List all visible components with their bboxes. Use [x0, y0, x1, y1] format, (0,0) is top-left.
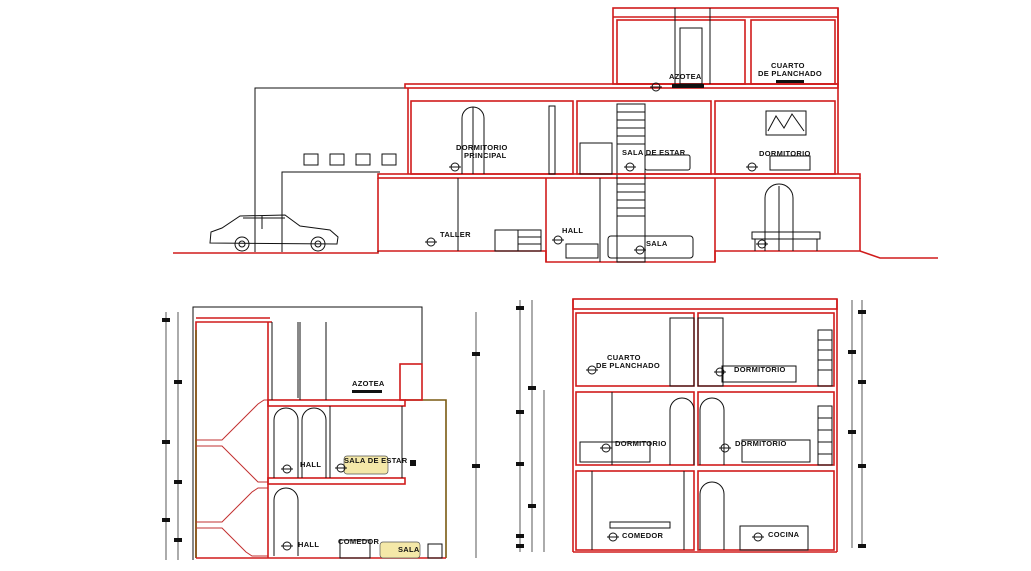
dining-table [609, 521, 671, 529]
label-dormitorio-mid-right: DORMITORIO [735, 439, 787, 448]
garage-wall [254, 87, 405, 252]
dining-table [339, 539, 371, 559]
label-sala: SALA [646, 239, 668, 248]
bed [579, 441, 651, 463]
arched-door [699, 481, 725, 550]
label-hall-lower: HALL [298, 540, 319, 549]
label-azotea: AZOTEA [352, 379, 385, 388]
slab [267, 477, 406, 485]
bed [769, 155, 811, 171]
ladder-icon [817, 329, 833, 466]
section-left: AZOTEA HALL SALA DE ESTAR HALL COMEDOR S… [162, 306, 480, 560]
sofa [607, 235, 694, 259]
label-hall: HALL [562, 226, 583, 235]
stair-steps [617, 111, 645, 217]
stair-flight [196, 399, 270, 441]
window [381, 153, 397, 166]
label-cuarto: CUARTO [771, 61, 805, 70]
label-dormitorio: DORMITORIO [759, 149, 811, 158]
arched-door [273, 487, 299, 556]
label-cocina: COCINA [768, 530, 800, 539]
bed [721, 365, 797, 383]
arched-door [669, 397, 695, 465]
label-sala: SALA [398, 545, 420, 554]
main-elevation: AZOTEA CUARTO DE PLANCHADO DORMITORIO PR… [173, 7, 938, 263]
label-sala-de-estar: SALA DE ESTAR [344, 456, 408, 465]
sofa [379, 541, 421, 559]
label-taller: TALLER [440, 230, 471, 239]
arched-window [764, 183, 794, 251]
section-right: CUARTO DE PLANCHADO DORMITORIO DORMITORI… [516, 298, 866, 553]
level-marker-icon [281, 463, 347, 551]
dimension-ticks [516, 306, 536, 548]
slab [267, 399, 406, 407]
garage-opening [281, 171, 380, 252]
arched-door [301, 407, 327, 478]
window [355, 153, 371, 166]
stairs [616, 103, 646, 263]
painting [765, 110, 807, 136]
dining-table [751, 231, 821, 240]
car-icon [209, 214, 339, 252]
label-de-planchado: DE PLANCHADO [758, 69, 822, 78]
ground-line [173, 250, 938, 263]
label-dormitorio-principal-1: DORMITORIO [456, 143, 508, 152]
label-dormitorio-principal-2: PRINCIPAL [464, 151, 507, 160]
sofa [644, 154, 691, 171]
window [303, 153, 319, 166]
level-marker-icon [586, 365, 764, 542]
label-comedor: COMEDOR [622, 531, 664, 540]
label-azotea: AZOTEA [669, 72, 702, 81]
label-dormitorio-top: DORMITORIO [734, 365, 786, 374]
label-de-planchado: DE PLANCHADO [596, 361, 660, 370]
window [329, 153, 345, 166]
level-marker-icon [425, 82, 768, 255]
dimension-ticks [162, 318, 182, 542]
kitchen-counter [739, 525, 809, 551]
label-sala-de-estar: SALA DE ESTAR [622, 148, 686, 157]
label-hall-upper: HALL [300, 460, 321, 469]
dresser [741, 439, 811, 463]
arched-door [273, 407, 299, 478]
label-cuarto: CUARTO [607, 353, 641, 362]
label-comedor: COMEDOR [338, 537, 380, 546]
arched-door [699, 397, 725, 465]
label-dormitorio-mid-left: DORMITORIO [615, 439, 667, 448]
